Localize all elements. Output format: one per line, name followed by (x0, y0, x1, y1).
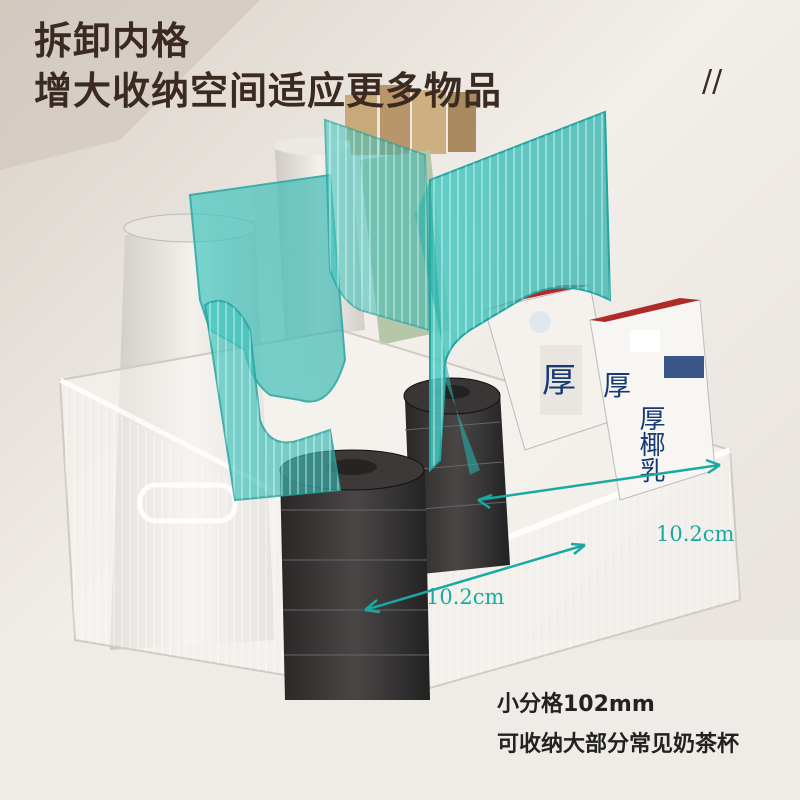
headline-line-2: 增大收纳空间适应更多物品 (34, 69, 503, 113)
coconut-milk-carton-front: 菲诺 厚椰乳 厚 (589, 298, 716, 501)
teal-divider-long (415, 110, 612, 475)
bin-handle (137, 482, 238, 524)
teal-divider-short (188, 173, 347, 502)
carton-back-label: 厚 (542, 361, 576, 401)
teal-divider-cross (323, 118, 432, 332)
caption-line-2: 可收纳大部分常见奶茶杯 (497, 732, 740, 757)
decorative-slash: // (702, 64, 723, 99)
paper-bag-3 (412, 90, 446, 154)
dimension-label-right: 10.2cm (656, 522, 735, 546)
carton-side-label: 厚 (603, 369, 631, 402)
caption-line-1: 小分格102mm (497, 692, 655, 717)
dimension-arrow-right (477, 458, 721, 510)
dimension-arrow-left (364, 542, 586, 614)
paper-bag-4 (448, 92, 476, 152)
coconut-milk-carton-back: 厚 (484, 284, 616, 451)
dimension-label-left: 10.2cm (426, 585, 505, 609)
headline-line-1: 拆卸内格 (34, 19, 191, 63)
carton-front-label: 厚椰乳 (635, 405, 665, 483)
